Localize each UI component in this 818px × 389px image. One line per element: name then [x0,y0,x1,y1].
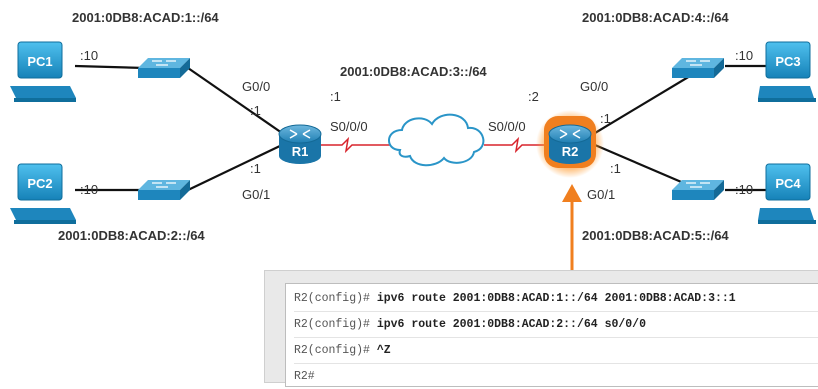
cli-command: ipv6 route 2001:0DB8:ACAD:1::/64 2001:0D… [376,292,736,305]
r2-s000-address: :2 [528,89,539,104]
switch-4 [672,180,724,200]
r2-g00-port: G0/0 [580,79,608,94]
r1-s000-address: :1 [330,89,341,104]
link-switch2-r1 [187,144,283,191]
r2-g00-address: :1 [600,111,611,126]
pc3-address: :10 [735,48,753,63]
r2-g01-port: G0/1 [587,187,615,202]
cli-prompt: R2(config)# [294,344,370,357]
switch-1 [138,58,190,78]
router-r1: R1 [278,124,322,164]
cli-line: R2# [294,364,818,389]
pc3: PC3 [758,41,816,102]
cli-command: ipv6 route 2001:0DB8:ACAD:2::/64 s0/0/0 [376,318,646,331]
cli-prompt: R2(config)# [294,318,370,331]
pc1: PC1 [10,41,76,102]
pc3-label: PC3 [775,54,800,69]
serial-r1-cloud [320,136,392,154]
r2-s000-port: S0/0/0 [488,119,526,134]
pc2-label: PC2 [27,176,52,191]
network-label-5: 2001:0DB8:ACAD:5::/64 [582,228,729,243]
pc4-label: PC4 [775,176,801,191]
cli-line: R2(config)# ^Z [294,338,818,364]
serial-cloud-r2 [484,136,545,154]
link-switch1-r1 [187,67,283,134]
cli-panel: R2(config)# ipv6 route 2001:0DB8:ACAD:1:… [264,270,818,387]
pc4-address: :10 [735,182,753,197]
wan-cloud [388,113,485,167]
pc2-address: :10 [80,182,98,197]
pc2: PC2 [10,163,76,224]
network-label-3: 2001:0DB8:ACAD:3::/64 [340,64,487,79]
pointer-arrow [562,184,582,270]
r1-g01-port: G0/1 [242,187,270,202]
switch-3 [672,58,724,78]
ethernet-links [74,64,770,192]
cli-prompt: R2# [294,370,315,383]
serial-links [320,136,545,154]
link-pc1-switch [74,64,146,70]
network-label-4: 2001:0DB8:ACAD:4::/64 [582,10,729,25]
switch-2 [138,180,190,200]
cli-output: R2(config)# ipv6 route 2001:0DB8:ACAD:1:… [285,283,818,387]
link-r2-switch3 [594,69,701,134]
cli-line: R2(config)# ipv6 route 2001:0DB8:ACAD:1:… [294,286,818,312]
pc4: PC4 [758,163,816,224]
r2-g01-address: :1 [610,161,621,176]
pc1-address: :10 [80,48,98,63]
cli-prompt: R2(config)# [294,292,370,305]
r1-g00-port: G0/0 [242,79,270,94]
r2-label: R2 [562,144,579,159]
r1-g00-address: :1 [250,103,261,118]
cli-line: R2(config)# ipv6 route 2001:0DB8:ACAD:2:… [294,312,818,338]
router-r2: R2 [536,110,604,178]
r1-s000-port: S0/0/0 [330,119,368,134]
pc1-label: PC1 [27,54,52,69]
r1-label: R1 [292,144,309,159]
network-label-2: 2001:0DB8:ACAD:2::/64 [58,228,205,243]
r1-g01-address: :1 [250,161,261,176]
network-label-1: 2001:0DB8:ACAD:1::/64 [72,10,219,25]
cli-command: ^Z [376,344,391,357]
